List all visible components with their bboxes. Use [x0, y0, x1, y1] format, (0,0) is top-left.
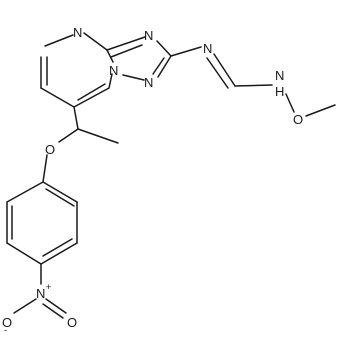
bond	[77, 128, 119, 144]
bond	[108, 73, 113, 89]
bond	[152, 57, 165, 75]
bond	[213, 53, 236, 87]
atom-label-n: N	[275, 68, 284, 83]
atom-charge-plus: +	[46, 282, 51, 292]
bond	[44, 34, 74, 47]
atom-label-n: N	[203, 41, 212, 56]
atom-labels: N N N N N N H O O N + O - O	[2, 25, 303, 335]
bond	[170, 46, 202, 57]
bond	[45, 188, 75, 207]
bond	[106, 36, 146, 51]
bond	[234, 84, 273, 87]
bond	[42, 154, 48, 183]
atom-label-o: O	[293, 112, 303, 127]
bond	[305, 104, 336, 117]
atom-label-o: O	[45, 142, 55, 157]
bond	[156, 40, 172, 57]
atom-label-n: N	[144, 28, 153, 43]
bond	[206, 57, 229, 89]
bond	[42, 238, 73, 257]
atom-label-n: N	[73, 25, 82, 40]
bond	[73, 87, 110, 108]
bond	[83, 32, 108, 51]
bond	[157, 55, 172, 78]
atom-label-o: O	[67, 315, 77, 330]
atom-label-h: H	[275, 84, 284, 99]
atom-label-o: O	[2, 315, 12, 330]
bond	[42, 303, 64, 319]
bond	[45, 298, 67, 314]
bond	[77, 83, 106, 101]
atom-charge-minus: -	[4, 325, 7, 335]
bond	[6, 181, 44, 203]
bond	[106, 49, 114, 63]
bond	[13, 298, 37, 314]
bond	[122, 74, 145, 81]
atom-label-n: N	[36, 286, 45, 301]
bond	[73, 106, 79, 130]
atom-label-n: N	[144, 75, 153, 90]
bond	[40, 87, 75, 108]
bond	[58, 128, 79, 143]
bond	[42, 181, 78, 203]
bond	[285, 93, 295, 113]
atom-label-n: N	[109, 63, 118, 78]
bonds	[6, 32, 336, 319]
bond	[40, 242, 78, 265]
bond	[6, 242, 42, 265]
bond	[110, 44, 143, 58]
